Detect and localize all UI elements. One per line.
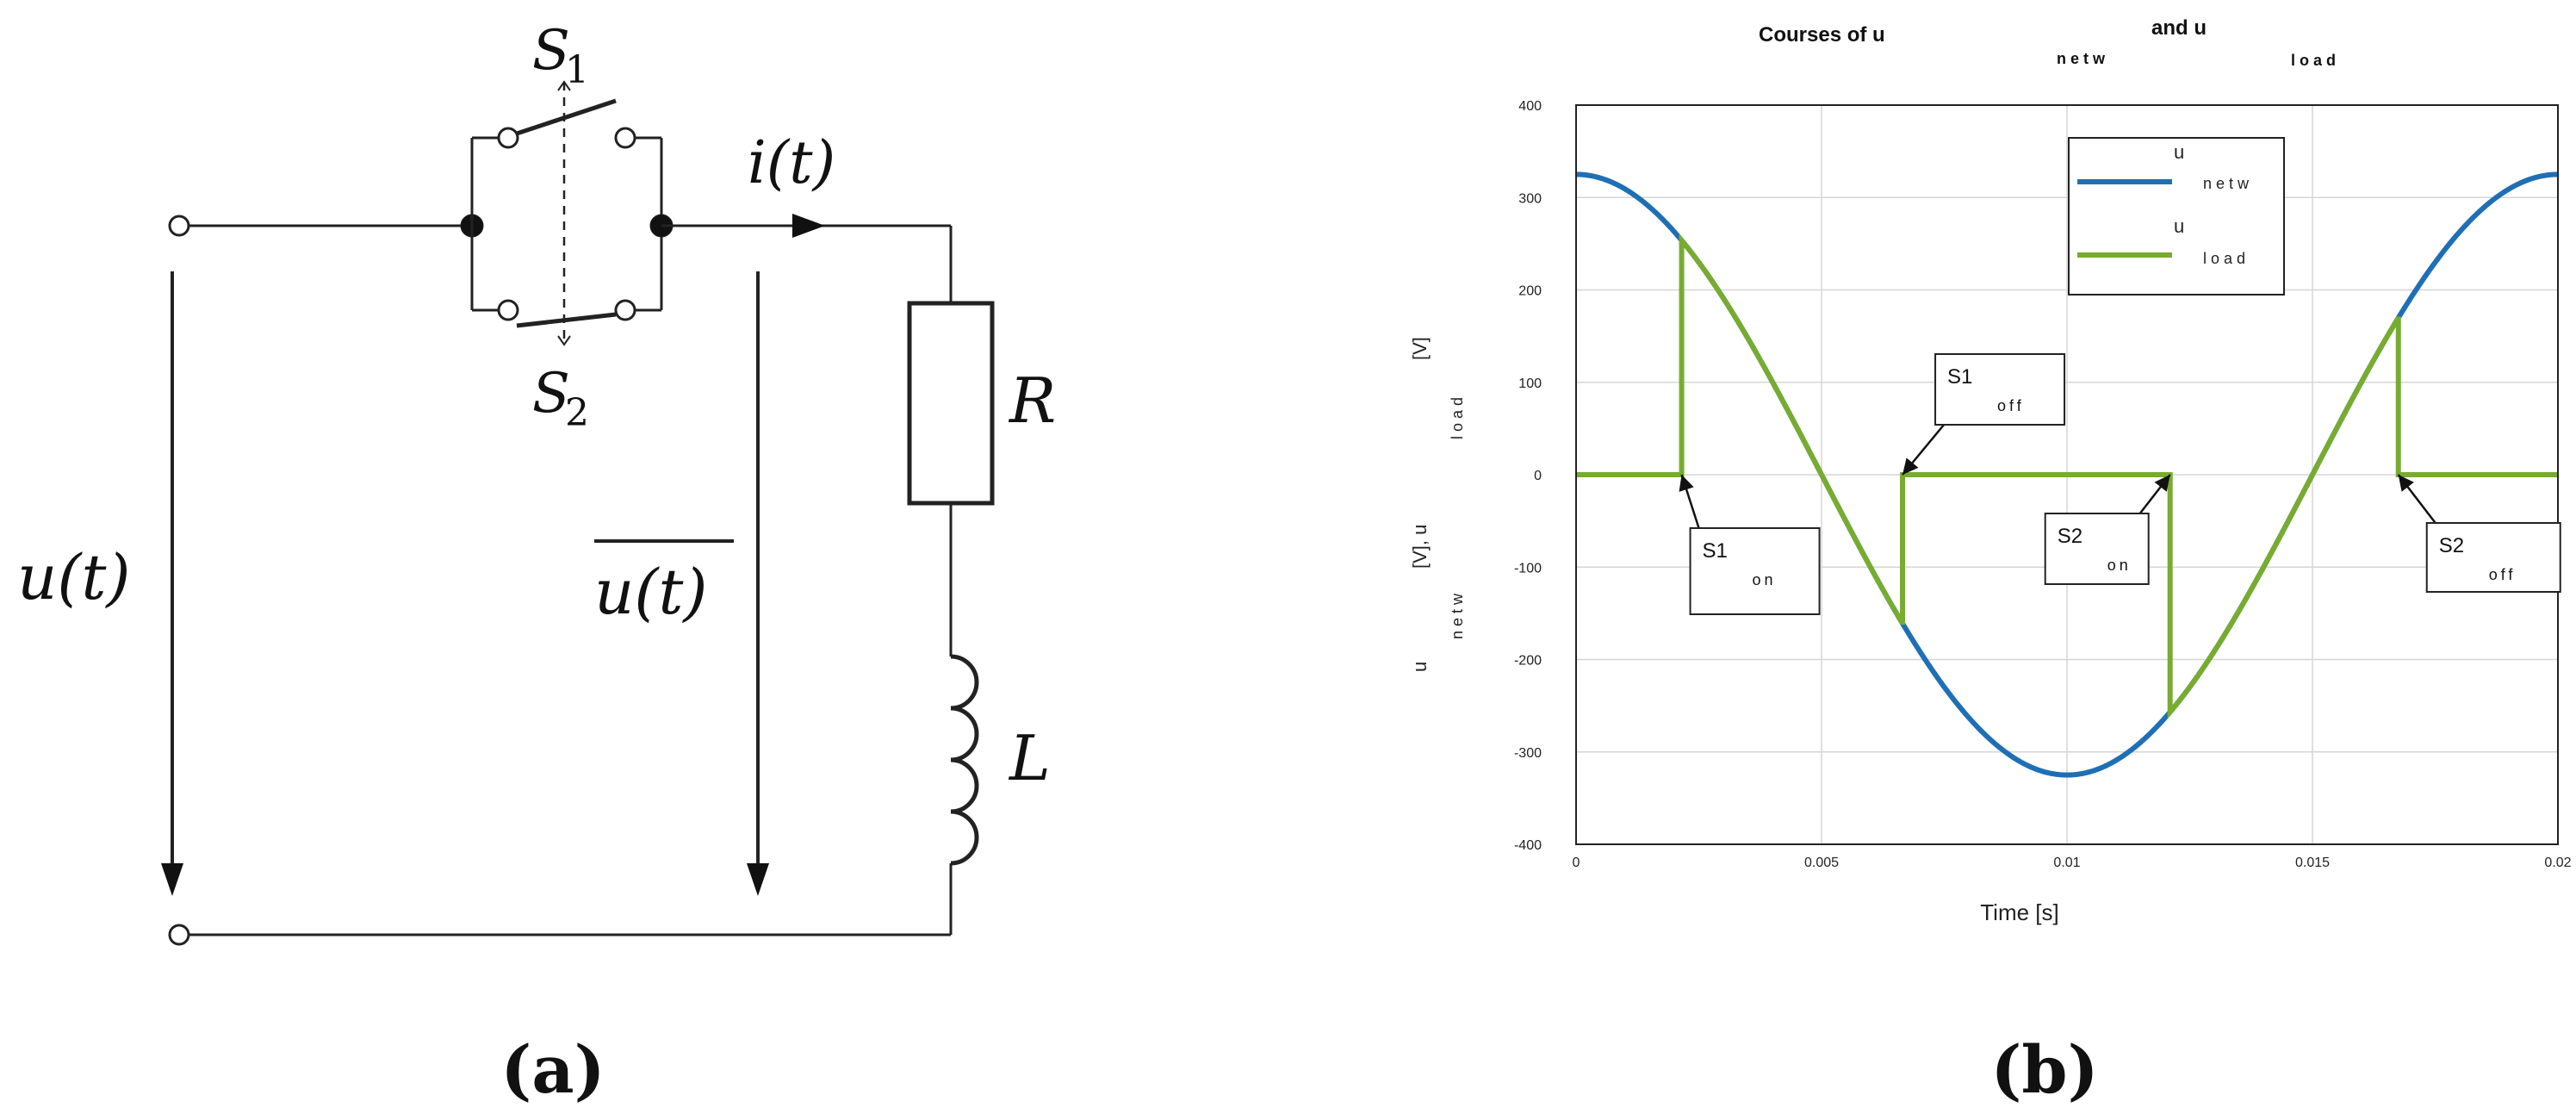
annotation-sublabel: on: [2107, 557, 2132, 574]
x-tick-label: 0.01: [2053, 856, 2080, 870]
y-ticks: 400 300 200 100 0 -100 -200 -300 -400: [1514, 99, 1542, 853]
ylabel-end: [V]: [1409, 337, 1431, 360]
y-tick-label: -100: [1514, 561, 1542, 576]
x-tick-label: 0.02: [2544, 856, 2571, 870]
annotation-box: [1934, 353, 2066, 426]
annotation-sublabel: off: [1997, 397, 2025, 414]
s1-label: S: [532, 19, 570, 83]
s2-label: S: [532, 362, 570, 426]
legend-label-netw: u: [2174, 141, 2184, 163]
annotation-arrowhead: [1903, 457, 1919, 475]
series-layer: [1575, 171, 2559, 778]
inductor: [950, 654, 979, 866]
x-tick-label: 0.005: [1804, 856, 1839, 870]
annotation-box: [2044, 513, 2150, 585]
y-tick-label: 100: [1518, 376, 1542, 391]
s1-subscript: 1: [565, 48, 589, 92]
annotation-arrowhead: [1679, 475, 1694, 492]
link-arrow-up: [557, 80, 571, 91]
legend: u n e t w u l o a d: [2068, 137, 2285, 296]
ylabel-sub2: l o a d: [1449, 397, 1466, 439]
x-axis-label: Time [s]: [1980, 899, 2058, 925]
resistor-label: R: [1008, 364, 1056, 437]
y-tick-label: 300: [1518, 191, 1542, 206]
title-part1: Courses of u: [1759, 23, 1885, 47]
y-tick-label: 200: [1518, 284, 1542, 299]
title-sub1: n e t w: [2057, 50, 2106, 67]
annotation-label: S2: [2439, 534, 2464, 557]
s2-lever: [516, 312, 617, 328]
annotation-sublabel: on: [1753, 571, 1777, 588]
load-voltage-label: u(t): [594, 556, 707, 628]
y-tick-label: -300: [1514, 746, 1542, 761]
title-part2: and u: [2151, 16, 2207, 40]
annotation-label: S1: [1947, 365, 1972, 389]
legend-sub-netw: n e t w: [2203, 175, 2250, 192]
y-tick-label: 0: [1534, 469, 1542, 483]
annotation-box: [1689, 527, 1821, 615]
link-arrow-down: [557, 335, 571, 346]
legend-sub-load: l o a d: [2203, 250, 2245, 267]
current-arrow: [792, 214, 825, 238]
input-terminal-top: [168, 215, 190, 237]
chart: 400 300 200 100 0 -100 -200 -300 -400 0 0.005 0.01…: [1409, 16, 2572, 925]
s2-contact-right: [614, 299, 636, 321]
annotation-arrowhead: [2154, 475, 2170, 492]
caption-b: (b): [1990, 1031, 2098, 1108]
y-tick-label: -400: [1514, 838, 1542, 853]
title-sub2: l o a d: [2291, 52, 2336, 69]
s2-subscript: 2: [565, 391, 589, 435]
x-ticks: 0 0.005 0.01 0.015 0.02: [1573, 856, 2572, 870]
annotation-sublabel: off: [2489, 566, 2517, 583]
annotation-label: S1: [1703, 539, 1728, 563]
x-tick-label: 0.015: [2295, 856, 2330, 870]
ylabel-mid: [V], u: [1409, 525, 1431, 569]
caption-a: (a): [500, 1031, 605, 1108]
y-tick-label: -200: [1514, 654, 1542, 669]
annotation-arrowhead: [2398, 475, 2414, 492]
ylabel-u1: u: [1409, 662, 1431, 672]
source-voltage-label: u(t): [17, 541, 130, 613]
s1-contact-right: [614, 127, 636, 149]
y-tick-label: 400: [1518, 99, 1542, 114]
annotation-label: S2: [2058, 525, 2083, 548]
ylabel-sub1: n e t w: [1449, 593, 1466, 639]
plot-frame: [1575, 104, 2559, 845]
input-terminal-bottom: [168, 924, 190, 946]
legend-label-load: u: [2174, 215, 2184, 237]
x-tick-label: 0: [1573, 856, 1580, 870]
legend-box: [2068, 137, 2285, 296]
y-axis-label: u n e t w [V], u l o a d [V]: [1409, 337, 1466, 672]
current-label: i(t): [748, 129, 835, 197]
chart-title: Courses of u n e t w and u l o a d: [1759, 16, 2336, 69]
s2-contact-left: [497, 299, 519, 321]
inductor-label: L: [1008, 722, 1051, 794]
resistor: [907, 301, 995, 506]
s1-contact-left: [497, 127, 519, 149]
annotation-box: [2425, 522, 2561, 593]
circuit-diagram: [161, 80, 995, 946]
s1-lever: [516, 98, 617, 136]
series-line-load: [1576, 233, 2558, 719]
